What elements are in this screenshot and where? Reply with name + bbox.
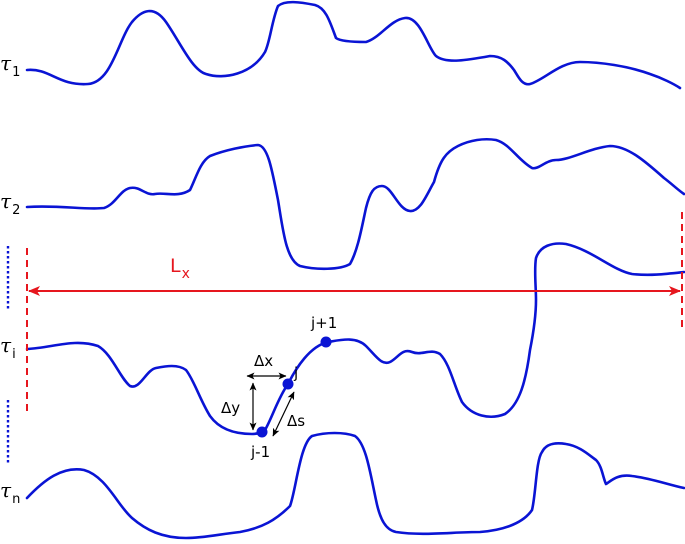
trajectory-tau-2: [25, 137, 685, 271]
label-dx: Δx: [254, 352, 273, 370]
ds-arrow: [272, 391, 295, 437]
label-tau-1: τ1: [0, 51, 20, 80]
label-lx: Lx: [170, 255, 190, 282]
point-j: [282, 378, 294, 390]
label-dy: Δy: [221, 399, 240, 417]
trajectory-tau-n: [25, 431, 685, 540]
label-ds: Δs: [287, 412, 305, 430]
label-j-minus-1: j-1: [250, 443, 270, 461]
trajectory-tau-i: [25, 242, 685, 436]
point-j-plus-1: [320, 336, 332, 348]
label-j-plus-1: j+1: [310, 314, 337, 332]
point-j-minus-1: [256, 426, 268, 438]
label-tau-i: τi: [0, 333, 16, 362]
label-j: j: [293, 364, 298, 382]
trajectory-tau-1: [25, 0, 682, 90]
label-tau-2: τ2: [0, 189, 20, 218]
label-tau-n: τn: [0, 478, 20, 507]
